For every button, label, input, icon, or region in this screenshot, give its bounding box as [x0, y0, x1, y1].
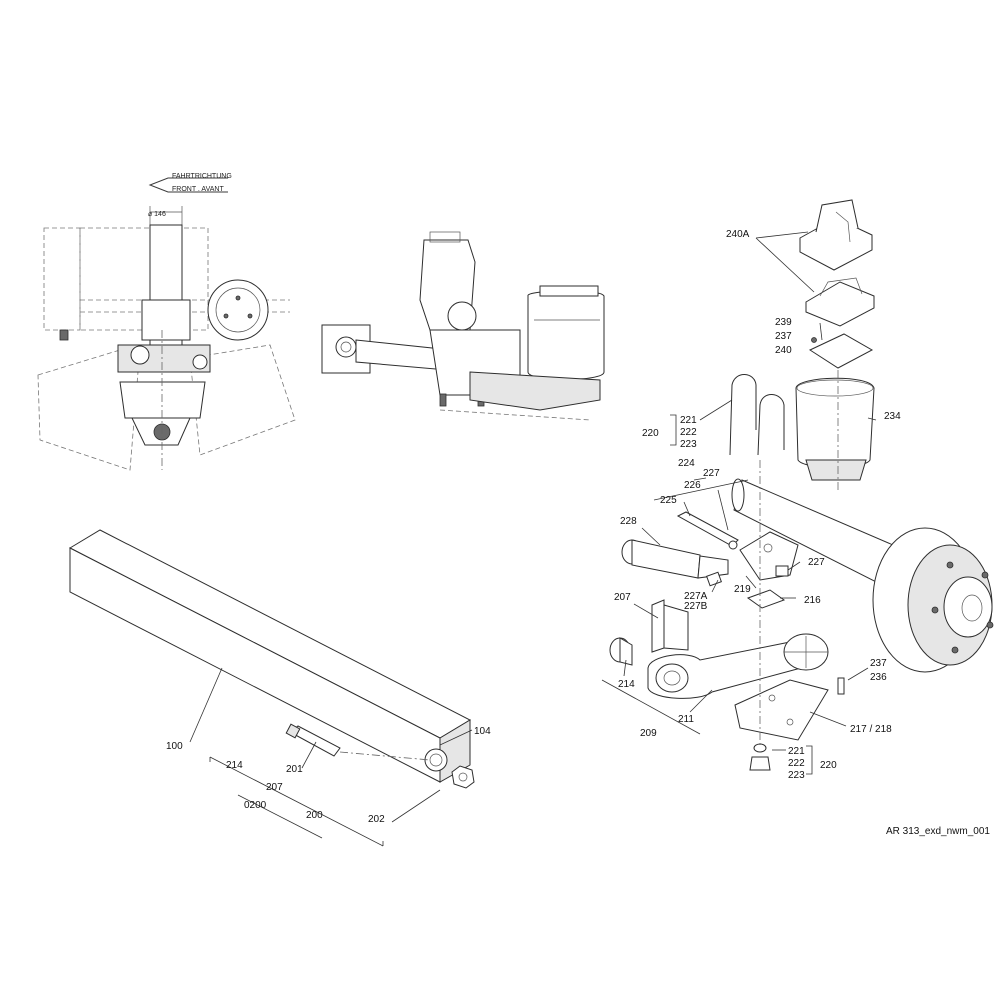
label-207-right: 207: [614, 592, 631, 603]
label-219: 219: [734, 584, 751, 595]
label-236: 236: [870, 672, 887, 683]
label-211: 211: [678, 714, 694, 725]
label-227-mid: 227: [808, 557, 825, 568]
label-0200: 0200: [244, 800, 267, 811]
label-214-right: 214: [618, 679, 635, 690]
label-217-218: 217 / 218: [850, 724, 892, 735]
part-labels: 240A 239 237 240 234 220 221 222 223 224…: [166, 229, 901, 825]
exploded-suspension-view: [601, 199, 994, 775]
label-222-bottom: 222: [788, 758, 805, 769]
label-200: 200: [306, 810, 323, 821]
label-228: 228: [620, 516, 637, 527]
axle-beam-view: [68, 529, 475, 847]
dimension-label: ⌀ 146: [148, 211, 166, 218]
label-223-top: 223: [680, 439, 697, 450]
label-234: 234: [884, 411, 901, 422]
label-221-bottom: 221: [788, 746, 805, 757]
label-202: 202: [368, 814, 385, 825]
label-237-bottom: 237: [870, 658, 887, 669]
label-207-left: 207: [266, 782, 283, 793]
label-240: 240: [775, 345, 792, 356]
label-214-left: 214: [226, 760, 243, 771]
label-237-top: 237: [775, 331, 792, 342]
label-221-top: 221: [680, 415, 697, 426]
direction-arrow-icon: [148, 177, 228, 193]
drawing-reference: AR 313_exd_nwm_001: [886, 826, 990, 837]
side-view: [321, 231, 605, 421]
direction-note-line2: FRONT . AVANT: [172, 186, 224, 193]
label-220-top: 220: [642, 428, 659, 439]
label-227B: 227B: [684, 601, 708, 612]
label-223-bottom: 223: [788, 770, 805, 781]
front-view: FAHRTRICHTUNG FRONT . AVANT ⌀ 146: [37, 173, 296, 471]
label-227A: 227A: [684, 591, 708, 602]
label-209: 209: [640, 728, 657, 739]
label-225: 225: [660, 495, 677, 506]
label-224: 224: [678, 458, 695, 469]
label-100: 100: [166, 741, 183, 752]
label-201: 201: [286, 764, 303, 775]
label-226: 226: [684, 480, 701, 491]
label-220-bottom: 220: [820, 760, 837, 771]
direction-note-line1: FAHRTRICHTUNG: [172, 173, 232, 180]
label-240A: 240A: [726, 229, 750, 240]
label-227-top: 227: [703, 468, 720, 479]
label-104: 104: [474, 726, 491, 737]
label-239: 239: [775, 317, 792, 328]
label-222-top: 222: [680, 427, 697, 438]
label-216: 216: [804, 595, 821, 606]
